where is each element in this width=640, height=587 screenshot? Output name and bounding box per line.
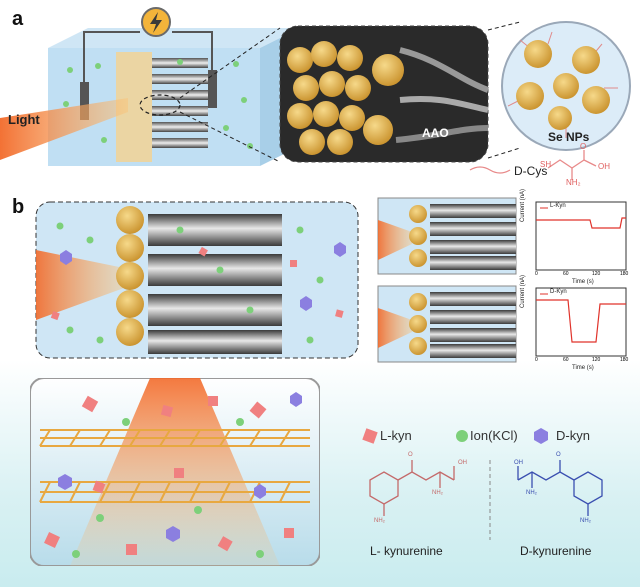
d-cys-sh: SH — [540, 160, 552, 169]
l-struct-oh: OH — [458, 460, 467, 466]
mini-top-tick-2: 120 — [592, 271, 601, 277]
zoom-line-1 — [179, 27, 281, 99]
l-kynurenine-label: L- kynurenine — [370, 544, 443, 558]
nanochannel-zoom — [35, 201, 359, 359]
mini-top-tick-0: 0 — [535, 271, 538, 277]
thumbnail-bottom — [377, 285, 517, 363]
l-kynurenine-structure — [369, 460, 455, 516]
d-kynurenine-label: D-kynurenine — [520, 544, 592, 558]
light-label-a: Light — [8, 112, 40, 127]
membrane-scene — [30, 378, 320, 566]
mini-top-ylabel: Current (nA) — [520, 188, 526, 222]
panel-b-letter: b — [12, 196, 25, 218]
legend-l-kyn: L-kyn — [380, 428, 412, 443]
zoom-line-2 — [179, 111, 281, 163]
legend-d-kyn: D-kyn — [556, 428, 590, 443]
d-cys-structure — [469, 150, 597, 180]
framework-layer-top — [39, 429, 310, 447]
d-kyn-molecules — [58, 392, 302, 542]
d-struct-o: O — [556, 452, 561, 458]
d-struct-nh2-a: NH₂ — [526, 490, 537, 496]
power-icon — [141, 7, 171, 37]
legend-l-kyn-icon — [362, 428, 378, 444]
framework-layer-bottom — [39, 481, 310, 503]
l-struct-nh2-b: NH₂ — [432, 490, 443, 496]
trace-bottom — [536, 299, 626, 343]
d-cys-label: D-Cys — [514, 164, 548, 178]
light-beam-a — [0, 98, 128, 160]
l-struct-nh2-a: NH₂ — [374, 518, 385, 524]
legend-d-kyn-icon — [534, 428, 548, 444]
panel-b-illustration — [35, 197, 627, 363]
electrodes — [80, 31, 217, 120]
mini-bottom-tick-0: 0 — [535, 357, 538, 363]
d-struct-nh2-b: NH₂ — [580, 518, 591, 524]
mini-top-tick-3: 180 — [620, 271, 629, 277]
mini-bottom-xlabel: Time (s) — [572, 365, 594, 371]
d-kynurenine-structure — [517, 460, 603, 516]
ion-molecules — [72, 418, 264, 558]
legend-ion-icon — [456, 430, 468, 442]
se-nps-zoom — [501, 21, 631, 151]
mini-top-tick-1: 60 — [563, 271, 569, 277]
mini-chart-bottom — [535, 287, 627, 357]
mini-top-legend: L-Kyn — [550, 203, 566, 209]
trace-top — [536, 217, 626, 229]
l-kyn-molecules — [44, 395, 294, 555]
zoom-marker — [139, 94, 181, 116]
d-cys-oh: OH — [598, 162, 610, 171]
legend-d-marker — [534, 428, 548, 444]
kynurenine-structures — [369, 460, 603, 540]
mini-bottom-ylabel: Current (nA) — [520, 274, 526, 308]
d-cys-o: O — [580, 142, 587, 151]
thumbnail-top — [377, 197, 517, 275]
panel-a-letter: a — [12, 8, 24, 30]
legend-markers — [362, 428, 468, 444]
mini-bottom-tick-2: 120 — [592, 357, 601, 363]
mini-top-xlabel: Time (s) — [572, 279, 594, 285]
se-nps-label: Se NPs — [548, 130, 590, 144]
d-struct-oh: OH — [514, 460, 523, 466]
aao-label: AAO — [422, 126, 449, 140]
zoom-line-3 — [487, 21, 521, 31]
l-struct-o: O — [408, 452, 413, 458]
d-cys-nh2: NH₂ — [566, 178, 581, 187]
aao-zoom — [279, 25, 490, 163]
mini-chart-top — [535, 201, 627, 271]
legend-ion: Ion(KCl) — [470, 428, 518, 443]
panel-a-illustration — [0, 7, 631, 180]
mini-bottom-tick-3: 180 — [620, 357, 629, 363]
ions-a — [63, 59, 253, 149]
mini-bottom-legend: D-Kyn — [550, 289, 567, 295]
mini-bottom-tick-1: 60 — [563, 357, 569, 363]
zoom-line-4 — [487, 147, 521, 159]
